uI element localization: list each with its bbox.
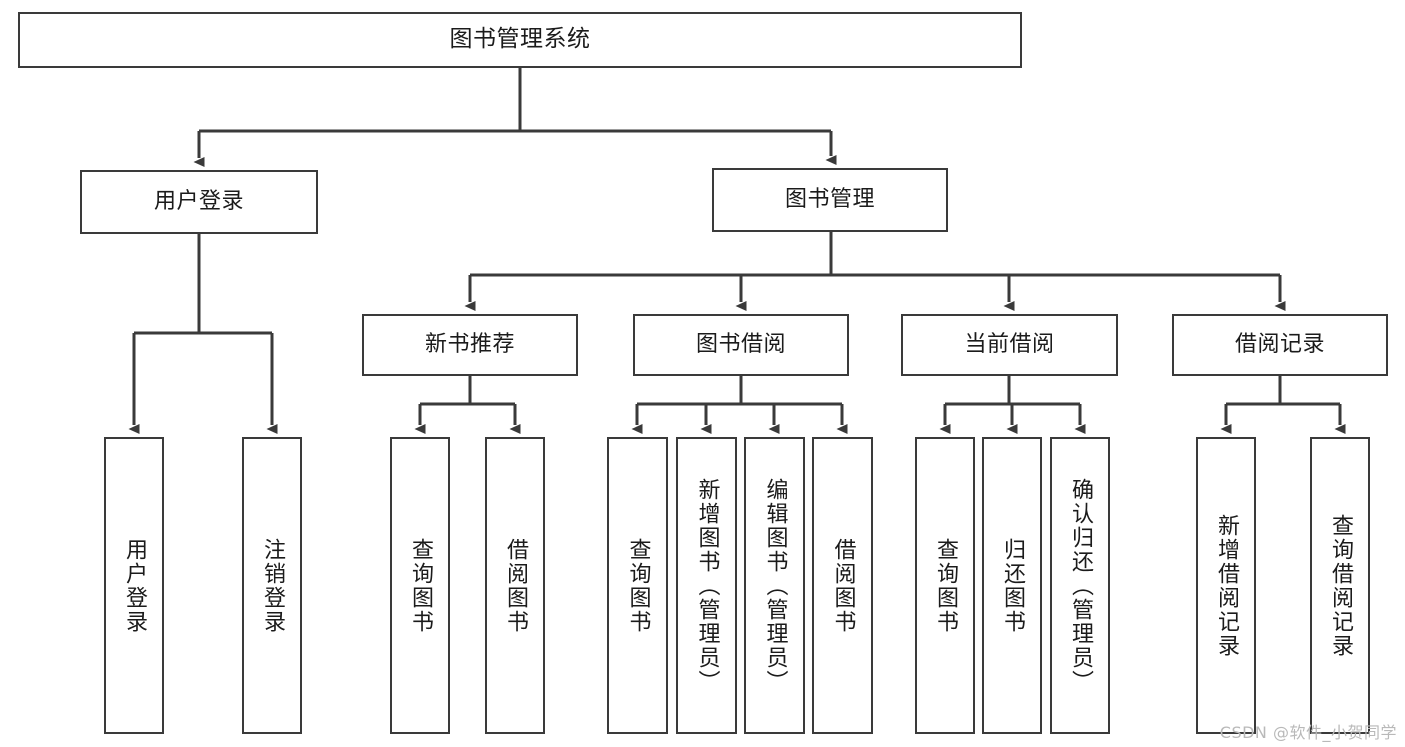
node-leaf-add-record[interactable]: 新增借阅记录 xyxy=(1196,437,1256,734)
node-leaf-query-record[interactable]: 查询借阅记录 xyxy=(1310,437,1370,734)
node-leaf-add-book-label: 新增图书（管理员） xyxy=(694,477,720,694)
node-leaf-query-book-2-label: 查询图书 xyxy=(625,537,651,634)
node-current-borrow[interactable]: 当前借阅 xyxy=(901,314,1118,376)
node-leaf-add-book[interactable]: 新增图书（管理员） xyxy=(676,437,737,734)
node-leaf-query-book-1-label: 查询图书 xyxy=(408,537,433,634)
node-book-management-label: 图书管理 xyxy=(784,187,875,213)
node-book-management[interactable]: 图书管理 xyxy=(712,168,948,232)
edge-group-borrow-record xyxy=(1220,376,1346,434)
edge-group-root xyxy=(193,68,837,167)
node-current-borrow-label: 当前借阅 xyxy=(964,332,1055,358)
node-borrow-record-label: 借阅记录 xyxy=(1234,332,1325,358)
node-book-borrow[interactable]: 图书借阅 xyxy=(633,314,849,376)
node-borrow-record[interactable]: 借阅记录 xyxy=(1172,314,1388,376)
node-leaf-logout[interactable]: 注销登录 xyxy=(242,437,302,734)
node-user-login[interactable]: 用户登录 xyxy=(80,170,318,234)
node-leaf-user-login[interactable]: 用户登录 xyxy=(104,437,164,734)
edge-group-book-borrow xyxy=(631,376,848,434)
node-root[interactable]: 图书管理系统 xyxy=(18,12,1022,68)
node-leaf-confirm-return[interactable]: 确认归还（管理员） xyxy=(1050,437,1110,734)
node-leaf-query-book-3[interactable]: 查询图书 xyxy=(915,437,975,734)
node-leaf-query-book-2[interactable]: 查询图书 xyxy=(607,437,668,734)
node-leaf-user-login-label: 用户登录 xyxy=(122,537,147,634)
node-leaf-borrow-book-1-label: 借阅图书 xyxy=(503,537,528,634)
edge-group-user-login xyxy=(128,234,278,434)
edge-group-book-management xyxy=(464,232,1286,311)
node-leaf-borrow-book-1[interactable]: 借阅图书 xyxy=(485,437,545,734)
watermark: CSDN @软件_小贺同学 xyxy=(1219,723,1397,742)
node-user-login-label: 用户登录 xyxy=(153,189,244,215)
node-leaf-query-book-3-label: 查询图书 xyxy=(933,537,958,634)
node-leaf-return-book[interactable]: 归还图书 xyxy=(982,437,1042,734)
node-leaf-logout-label: 注销登录 xyxy=(260,537,285,634)
node-leaf-query-record-label: 查询借阅记录 xyxy=(1328,513,1353,658)
node-leaf-borrow-book-2[interactable]: 借阅图书 xyxy=(812,437,873,734)
node-leaf-edit-book[interactable]: 编辑图书（管理员） xyxy=(744,437,805,734)
node-leaf-borrow-book-2-label: 借阅图书 xyxy=(830,537,856,634)
node-new-book-recommend-label: 新书推荐 xyxy=(424,332,515,358)
edge-group-new-book-recommend xyxy=(414,376,521,434)
node-root-label: 图书管理系统 xyxy=(449,26,591,53)
node-leaf-return-book-label: 归还图书 xyxy=(1000,537,1025,634)
node-new-book-recommend[interactable]: 新书推荐 xyxy=(362,314,578,376)
node-book-borrow-label: 图书借阅 xyxy=(695,332,786,358)
node-leaf-confirm-return-label: 确认归还（管理员） xyxy=(1068,477,1093,694)
edge-group-current-borrow xyxy=(939,376,1086,434)
node-leaf-query-book-1[interactable]: 查询图书 xyxy=(390,437,450,734)
node-leaf-edit-book-label: 编辑图书（管理员） xyxy=(762,477,788,694)
node-leaf-add-record-label: 新增借阅记录 xyxy=(1214,513,1239,658)
